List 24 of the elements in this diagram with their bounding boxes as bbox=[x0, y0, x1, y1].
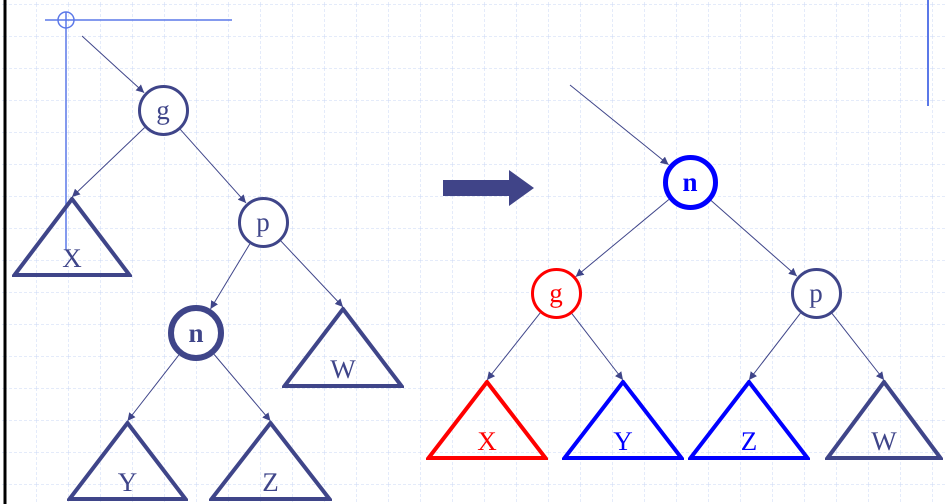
arrow bbox=[575, 199, 670, 278]
arrow bbox=[571, 312, 624, 380]
arrow bbox=[214, 354, 271, 422]
arrow bbox=[280, 240, 344, 308]
arrow bbox=[710, 200, 798, 277]
node-label: p bbox=[256, 208, 270, 236]
arrow bbox=[179, 128, 247, 204]
subtree-label: Z bbox=[740, 428, 758, 455]
node-label: g bbox=[549, 280, 563, 306]
arrow bbox=[486, 312, 541, 380]
node-label: n bbox=[188, 320, 204, 346]
node-label: g bbox=[156, 96, 170, 124]
subtree-label: Y bbox=[118, 469, 138, 496]
arrow bbox=[748, 312, 801, 380]
arrow bbox=[82, 36, 145, 94]
subtree-label: X bbox=[477, 428, 497, 455]
subtree-label: W bbox=[330, 356, 356, 383]
subtree-label: Z bbox=[262, 469, 279, 496]
subtree-label: W bbox=[871, 428, 897, 455]
node-label: n bbox=[682, 168, 698, 196]
subtree-label: Y bbox=[613, 428, 633, 455]
arrow bbox=[570, 84, 670, 166]
subtree-label: X bbox=[62, 245, 82, 272]
node-label: p bbox=[809, 280, 823, 306]
